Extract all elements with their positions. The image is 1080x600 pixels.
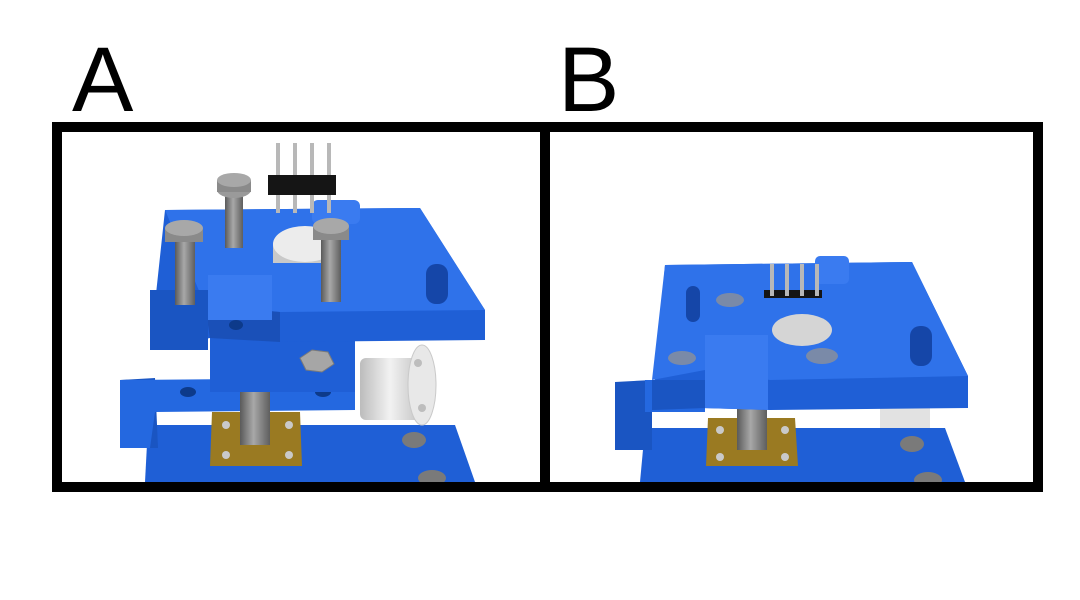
slot [426, 264, 448, 304]
pin-header-icon [268, 143, 336, 213]
hole [180, 387, 196, 397]
clip [312, 200, 360, 224]
panel-label-a: A [72, 29, 134, 131]
bearing-icon [360, 344, 437, 426]
tower [208, 275, 272, 320]
disk-top [772, 314, 832, 346]
panel-a-view [120, 143, 485, 482]
tower [705, 335, 768, 410]
hole [229, 320, 243, 330]
bearing-icon [880, 406, 930, 428]
panel-b-frame [540, 122, 1043, 492]
base-screw [900, 436, 924, 452]
socket-head-screw-icon [217, 173, 251, 248]
left-lug [652, 380, 705, 410]
pin-header-icon [764, 264, 822, 298]
base-screw [418, 470, 446, 482]
base-screw [402, 432, 426, 448]
hex-nut-icon [299, 349, 335, 373]
panel-label-b: B [558, 29, 620, 131]
clip [815, 256, 849, 284]
lower-arm-top [120, 378, 355, 448]
slot [686, 286, 700, 322]
base-block [640, 428, 965, 482]
recessed-screw [806, 348, 838, 364]
socket-head-screw-icon [313, 218, 349, 302]
recessed-screw [716, 293, 744, 307]
base-screw [914, 472, 942, 482]
lower-arm [615, 380, 652, 450]
socket-head-screw-icon [165, 220, 203, 305]
slot [910, 326, 932, 366]
recessed-screw [668, 351, 696, 365]
panel-b-view [615, 256, 968, 482]
